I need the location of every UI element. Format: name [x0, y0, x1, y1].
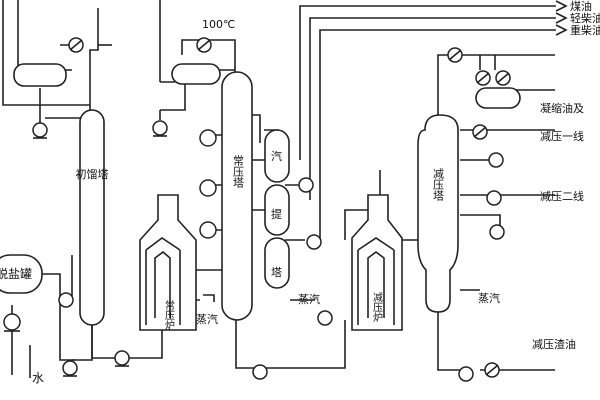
pump-atmos-reflux — [152, 120, 168, 137]
condenser-pre-flash-icon — [68, 37, 84, 53]
desalter-drum — [0, 254, 43, 294]
label-steam-1: 蒸汽 — [196, 312, 218, 326]
stripper-upper — [264, 129, 290, 183]
label-desalter: 脱盐罐 — [0, 266, 32, 281]
exchanger-vac-2-icon — [495, 70, 511, 86]
condenser-vacuum-icon — [447, 47, 463, 63]
label-atmos-furnace: 常压炉 — [163, 299, 175, 331]
piping — [2, 0, 556, 378]
label-product-vac-residue: 减压渣油 — [532, 337, 576, 351]
atmospheric-furnace — [139, 194, 197, 331]
atmospheric-reflux-drum — [171, 63, 221, 85]
pre-flash-reflux-drum — [13, 63, 67, 87]
vacuum-furnace — [351, 194, 403, 331]
furnaces — [139, 194, 403, 331]
vacuum-tower-shell — [417, 114, 459, 313]
label-pre-flash-tower-text: 初馏塔 — [76, 167, 109, 181]
stripper-lower — [264, 237, 290, 289]
text-labels: 脱盐罐 水 初馏塔 常压炉 蒸汽 100℃ 常压塔 汽 提 塔 蒸汽 减压炉 减… — [0, 0, 600, 385]
pumps — [3, 120, 505, 382]
pump-atmos-side-3 — [199, 221, 217, 239]
pump-atmos-side-1 — [199, 129, 217, 147]
pump-atmos-side-2 — [199, 179, 217, 197]
label-stripper-2: 提 — [271, 208, 282, 221]
pump-pre-flash-reflux — [32, 122, 48, 139]
label-product-vac1: 减压一线 — [540, 129, 584, 143]
exchanger-vac-1-icon — [475, 70, 491, 86]
label-product-vac2: 减压二线 — [540, 189, 584, 203]
label-product-condensate: 凝缩油及 — [540, 101, 584, 115]
pump-vac-side-1 — [488, 152, 504, 168]
pump-vac-bottom — [458, 366, 474, 382]
vacuum-condensate-drum — [475, 87, 521, 109]
label-steam-3: 蒸汽 — [478, 291, 500, 305]
pump-desalter — [3, 313, 21, 332]
exchanger-vac-side-1-icon — [472, 124, 488, 140]
heat-exchangers — [68, 37, 511, 378]
pump-furnace-feed — [114, 350, 130, 367]
pre-flash-tower-shell — [79, 109, 105, 326]
label-stripper-3: 塔 — [271, 266, 282, 279]
label-product-light-diesel: 轻柴油 — [570, 11, 600, 25]
label-stripper-1: 汽 — [271, 149, 282, 163]
label-pre-flash-tower: 初馏塔 — [76, 167, 109, 181]
label-product-heavy-diesel: 重柴油 — [570, 23, 600, 37]
label-water: 水 — [32, 371, 44, 385]
pump-stripper-2 — [306, 234, 322, 250]
pump-atmos-bottom — [252, 364, 268, 380]
pump-pre-flash-feed — [58, 292, 74, 308]
pump-vac-side-2 — [486, 190, 502, 206]
pump-stripper-3 — [317, 310, 333, 326]
atmospheric-tower-shell — [221, 71, 253, 321]
stripper-middle — [264, 184, 290, 236]
label-steam-2: 蒸汽 — [298, 292, 320, 306]
label-temp: 100℃ — [202, 18, 235, 31]
pump-stripper-1 — [298, 177, 314, 193]
vessels — [0, 63, 521, 326]
product-arrows — [555, 0, 568, 36]
label-atmos-tower: 常压塔 — [232, 155, 245, 189]
label-vacuum-furnace: 减压炉 — [371, 292, 383, 323]
label-product-coal: 煤油 — [570, 0, 592, 13]
exchanger-vac-residue-icon — [484, 362, 500, 378]
label-vacuum-tower: 减压塔 — [432, 168, 445, 202]
pump-vac-side-3 — [489, 224, 505, 240]
condenser-atmospheric-icon — [196, 37, 212, 53]
pump-pre-flash-bottom — [62, 360, 78, 377]
